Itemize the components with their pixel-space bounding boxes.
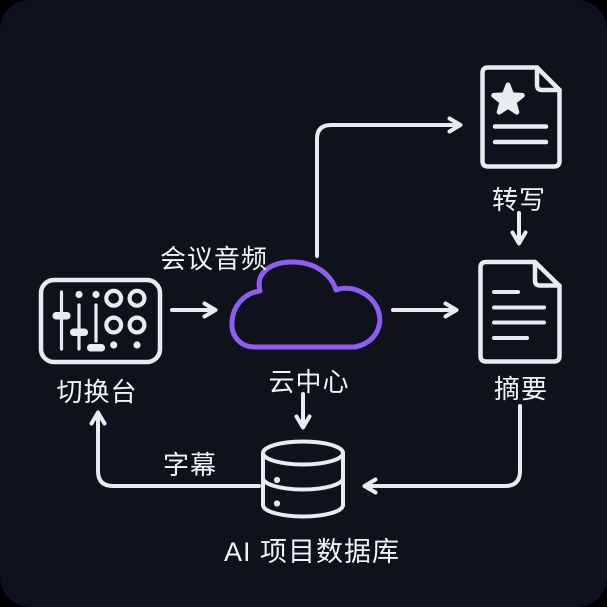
node-label-switcher: 切换台 [56,377,138,407]
node-label-database: AI 项目数据库 [223,537,401,567]
node-label-summary: 摘要 [493,374,549,404]
node-label-transcript: 转写 [491,185,547,215]
database-icon [261,439,345,519]
starred-document-icon [480,65,562,169]
star-icon [491,82,525,115]
text-document-icon [478,259,562,364]
edge-label-subtitles: 字幕 [162,450,218,480]
audio-mixer-icon [38,277,163,365]
cloud-icon [229,259,383,350]
node-label-cloud: 云中心 [268,367,350,397]
edge-label-meeting-audio: 会议音频 [159,244,269,274]
arrow-summary-to-database [362,404,522,495]
arrow-database-to-switcher [89,410,261,488]
arrow-cloud-to-transcript [315,116,463,258]
